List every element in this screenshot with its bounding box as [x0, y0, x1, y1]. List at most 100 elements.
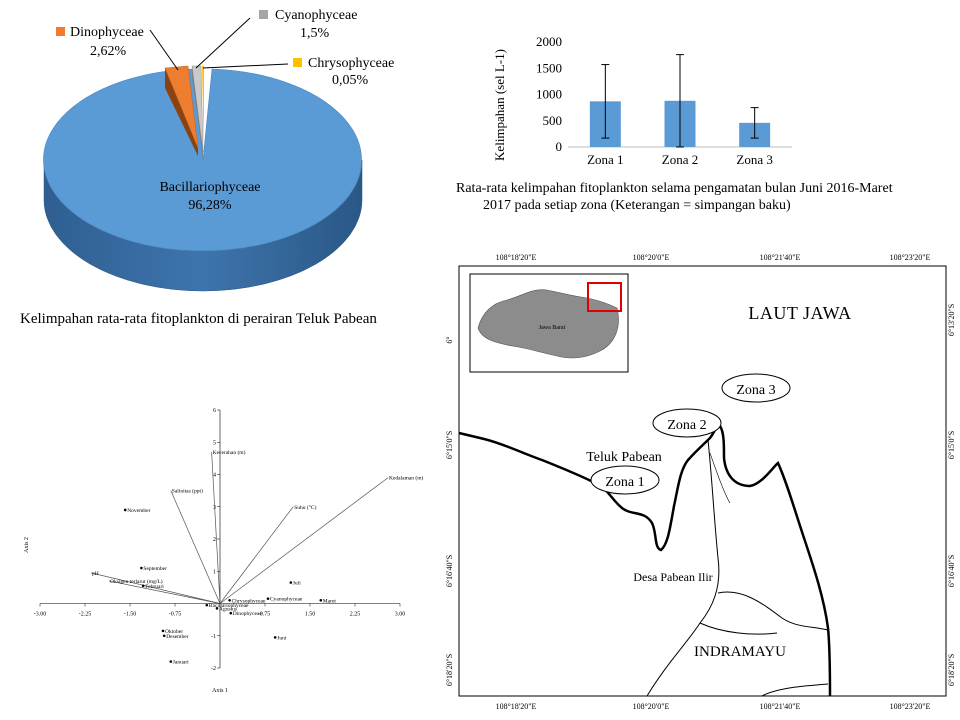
point-februari [141, 584, 145, 588]
point-label-cyanophyceae: Cyanophyceae [270, 597, 303, 603]
vector-label-suhu-c: Suhu (°C) [294, 504, 316, 511]
point-januari [169, 660, 173, 663]
point-label-oktober: Oktober [165, 629, 183, 635]
point-label-bacillariophyceae: Bacillariophyceae [209, 603, 249, 609]
pie-slice-cyanophyceae-side [192, 66, 203, 158]
point-agustus [215, 607, 219, 610]
point-label-september: September [143, 566, 167, 572]
vector-label-ph: pH [92, 571, 99, 577]
vector-kedalaman-m [219, 477, 389, 604]
ord-ylabel: Axis 2 [24, 537, 30, 553]
legend-marker-dinophyceae [56, 27, 65, 36]
label-chrysophyceae: Chrysophyceae [308, 56, 394, 71]
map-boundary-1 [646, 439, 720, 697]
point-november [123, 508, 127, 512]
map-inset-highlight [587, 282, 622, 312]
pie-slice-chrysophyceae [202, 66, 204, 152]
ord-ytick-label: 2 [213, 537, 216, 543]
map-top-tick-2: 108°20'0"E [633, 253, 670, 262]
point-juli [289, 581, 293, 584]
value-chrysophyceae: 0,05% [332, 73, 369, 88]
ord-ytick-label: -2 [211, 666, 216, 672]
ord-xtick-label: -3.00 [34, 612, 47, 618]
vector-suhu-c [219, 506, 294, 604]
map-left-tick-1: 6° [445, 336, 454, 343]
pie-slice-dinophyceae-side [165, 68, 198, 156]
point-cyanophyceae [266, 597, 270, 600]
point-label-november: November [127, 508, 150, 514]
point-label-desember: Desember [166, 634, 188, 640]
zona3-label: Zona 3 [736, 383, 775, 398]
zona1-marker [590, 465, 660, 495]
label-dinophyceae: Dinophyceae [70, 25, 144, 40]
bar-ytick-500: 500 [543, 113, 563, 128]
vector-ph [90, 572, 221, 604]
map-right-tick-3: 6°16'40"S [947, 555, 956, 587]
vector-label-salinitas-ppt: Salinitas (ppt) [172, 488, 203, 495]
zona2-label: Zona 2 [667, 418, 706, 433]
bar-ytick-0: 0 [556, 139, 563, 154]
point-oktober [161, 629, 165, 633]
point-bacillariophyceae [205, 603, 209, 607]
point-juni [273, 636, 277, 639]
point-september [140, 566, 143, 570]
bar-ytick-1500: 1500 [536, 60, 562, 75]
map-top-tick-1: 108°18'20"E [496, 253, 537, 262]
leader-dinophyceae [149, 29, 179, 71]
study-area-map: 108°18'20"E 108°20'0"E 108°21'40"E 108°2… [445, 253, 956, 711]
vector-kecerahan-m [211, 451, 221, 604]
point-label-agustus: Agustus [219, 606, 237, 612]
value-bacillariophyceae: 96,28% [188, 198, 232, 213]
ord-xtick-label: -0.75 [169, 612, 182, 618]
vector-label-oksigen-terlarut-mg-l: Oksigen terlarut (mg/L) [110, 578, 163, 585]
vector-salinitas-ppt [170, 490, 221, 604]
bar-xtick-zona-1: Zona 1 [587, 152, 623, 167]
map-bottom-tick-2: 108°20'0"E [633, 702, 670, 711]
leader-chrysophyceae [202, 63, 289, 69]
pie-slice-bacillariophyceae [43, 68, 362, 252]
ord-ytick-label: 6 [213, 408, 216, 414]
map-left-tick-3: 6°16'40"S [445, 555, 454, 587]
map-label-village: Desa Pabean Ilir [633, 570, 712, 584]
zona3-marker [721, 373, 791, 403]
zona1-label: Zona 1 [605, 475, 644, 490]
ord-xtick-label: 1.50 [305, 612, 316, 618]
point-label-maret: Maret [323, 598, 337, 604]
ord-xtick-label: 2.25 [350, 612, 361, 618]
map-left-tick-4: 6°18'20"S [445, 654, 454, 686]
map-label-region: INDRAMAYU [694, 644, 786, 660]
map-boundary-3 [699, 622, 778, 635]
map-right-tick-1: 6°13'20"S [947, 304, 956, 336]
legend-marker-cyanophyceae [259, 10, 268, 19]
ord-xtick-label: 3.00 [395, 612, 406, 618]
map-boundary-4 [761, 683, 829, 697]
ord-ytick-label: -1 [211, 634, 216, 640]
point-dinophyceae [229, 611, 233, 615]
map-top-tick-4: 108°23'20"E [890, 253, 931, 262]
ord-xtick-label: 0.75 [260, 612, 271, 618]
value-cyanophyceae: 1,5% [300, 26, 330, 41]
bar-caption-line1: Rata-rata kelimpahan fitoplankton selama… [456, 181, 893, 196]
point-label-dinophyceae: Dinophyceae [233, 611, 263, 617]
bar-ylabel: Kelimpahan (sel L-1) [492, 49, 507, 161]
map-right-tick-2: 6°15'0"S [947, 431, 956, 459]
map-right-tick-4: 6°18'20"S [947, 654, 956, 686]
point-maret [319, 598, 323, 602]
ord-ytick-label: 5 [213, 440, 216, 446]
pie-caption: Kelimpahan rata-rata fitoplankton di per… [20, 311, 377, 327]
ord-ytick-label: 4 [213, 473, 216, 479]
ord-xlabel: Axis 1 [212, 688, 228, 694]
map-bottom-tick-4: 108°23'20"E [890, 702, 931, 711]
ord-ytick-label: 1 [213, 569, 216, 575]
point-desember [162, 634, 166, 638]
map-label-bay: Teluk Pabean [586, 450, 662, 465]
point-label-juni: Juni [277, 635, 287, 641]
legend-marker-chrysophyceae [293, 58, 302, 67]
point-label-juli: Juli [293, 581, 301, 587]
point-label-februari: Februari [145, 584, 164, 590]
label-bacillariophyceae: Bacillariophyceae [159, 180, 260, 195]
point-label-januari: Januari [173, 660, 189, 666]
map-left-tick-2: 6°15'0"S [445, 431, 454, 459]
point-chrysophyceae [228, 598, 231, 602]
ord-xtick-label: -2.25 [79, 612, 92, 618]
